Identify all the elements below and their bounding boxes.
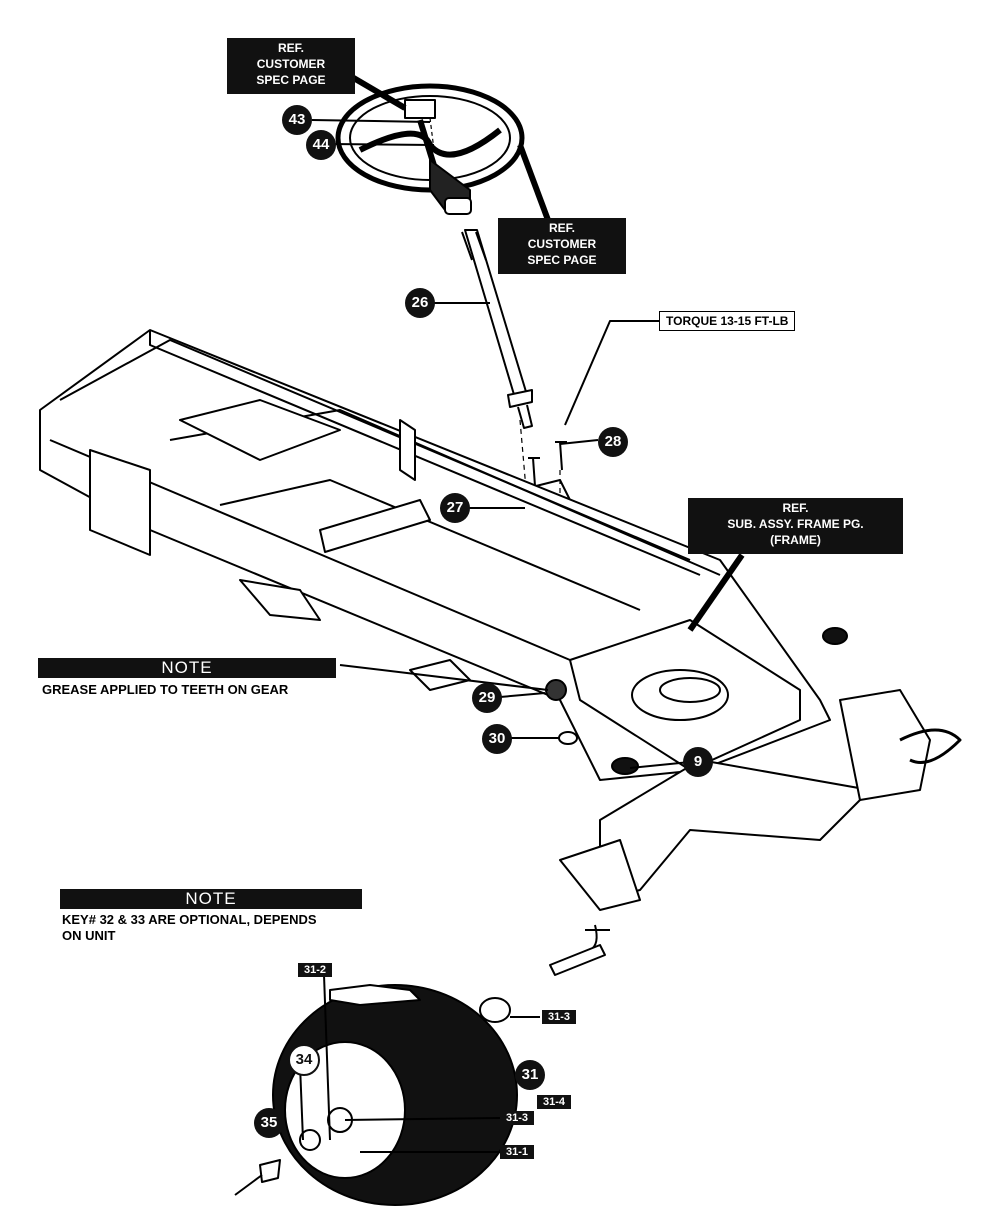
steering-shaft (461, 229, 533, 429)
tractor-frame (39, 329, 962, 911)
front-wheel (234, 984, 518, 1206)
ref-box-steering-top: REF. CUSTOMER SPEC PAGE (227, 38, 355, 94)
callout-26: 26 (405, 288, 435, 318)
callout-44: 44 (306, 130, 336, 160)
callout-43: 43 (282, 105, 312, 135)
note-text-gear: GREASE APPLIED TO TEETH ON GEAR (42, 682, 289, 697)
callout-29: 29 (472, 683, 502, 713)
note-heading-optional: NOTE (60, 889, 362, 909)
torque-spec-label: TORQUE 13-15 FT-LB (659, 311, 796, 331)
note-heading-gear: NOTE (38, 658, 336, 678)
ref-box-steering-right: REF. CUSTOMER SPEC PAGE (498, 218, 626, 274)
callout-28: 28 (598, 427, 628, 457)
callout-35: 35 (254, 1108, 284, 1138)
callout-31: 31 (515, 1060, 545, 1090)
callout-9: 9 (683, 747, 713, 777)
callout-27: 27 (440, 493, 470, 523)
tag-31-1: 31-1 (500, 1145, 535, 1159)
callout-34: 34 (288, 1044, 320, 1076)
tag-31-3-upper: 31-3 (542, 1010, 577, 1024)
tag-31-3-lower: 31-3 (500, 1111, 535, 1125)
tag-31-2: 31-2 (298, 963, 333, 977)
callout-30: 30 (482, 724, 512, 754)
tag-31-4: 31-4 (537, 1095, 572, 1109)
ref-box-frame: REF. SUB. ASSY. FRAME PG. (FRAME) (688, 498, 903, 554)
note-text-optional: KEY# 32 & 33 ARE OPTIONAL, DEPENDS ON UN… (62, 912, 317, 943)
steering-wheel (335, 83, 525, 215)
